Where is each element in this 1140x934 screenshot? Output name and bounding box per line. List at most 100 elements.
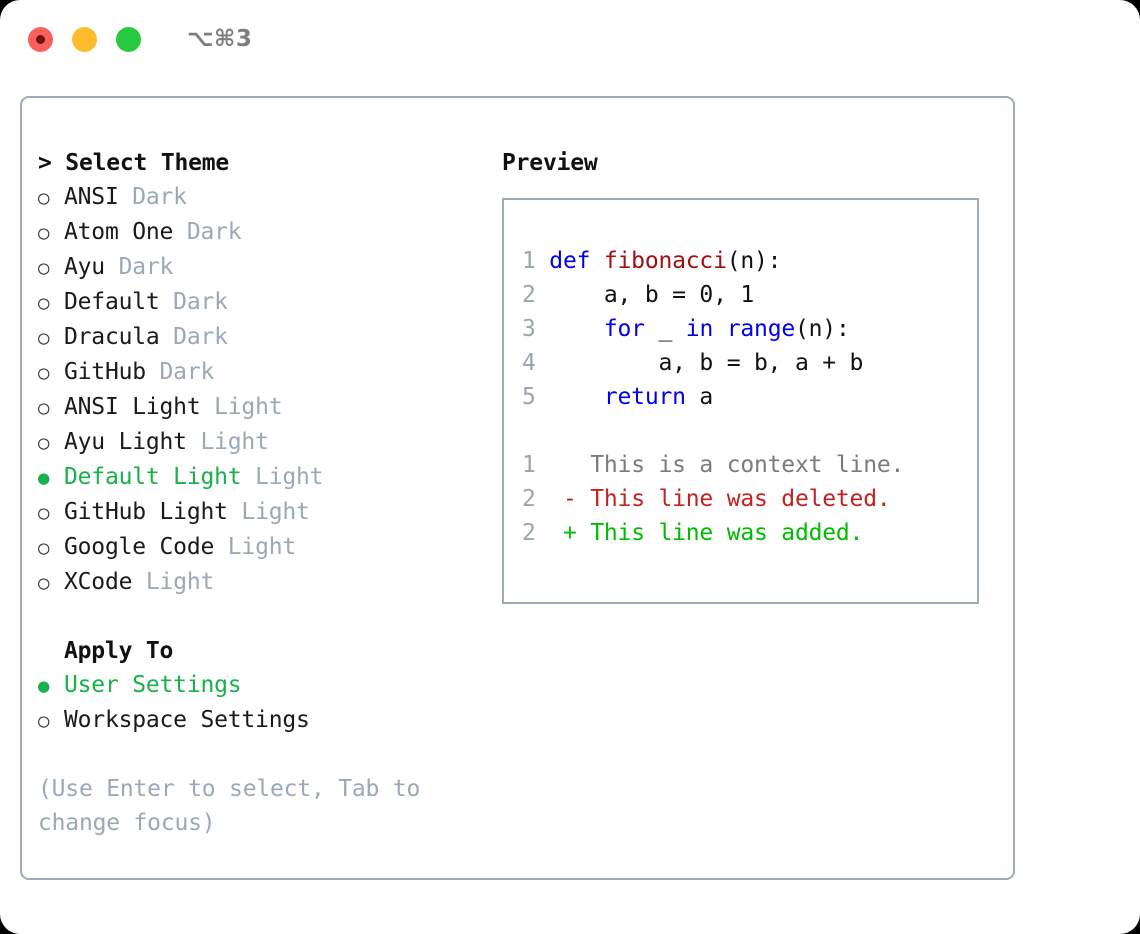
diff-spacer <box>522 414 977 448</box>
theme-option-default[interactable]: ○ Default Dark <box>38 285 488 320</box>
theme-option-label: GitHub Light <box>64 499 228 525</box>
diff-sample: 1 This is a context line. 2 - This line w… <box>522 448 977 550</box>
code-token <box>549 384 604 410</box>
apply-to-option-label: User Settings <box>64 672 242 698</box>
theme-option-tag: Dark <box>145 359 215 385</box>
minimize-button-icon[interactable] <box>72 26 97 52</box>
radio-unselected-icon: ○ <box>38 362 50 384</box>
keyboard-shortcut-label: ⌥⌘3 <box>187 26 253 52</box>
radio-unselected-icon: ○ <box>38 187 50 209</box>
theme-option-label: Default <box>64 289 160 315</box>
preview-header: Preview <box>502 150 598 176</box>
line-number: 1 <box>522 452 563 478</box>
code-token: return <box>603 384 686 410</box>
apply-to-option-user-settings[interactable]: ● User Settings <box>38 668 488 703</box>
code-line: 4 a, b = b, a + b <box>522 346 977 380</box>
theme-option-ansi[interactable]: ○ ANSI Dark <box>38 180 488 215</box>
code-token: a <box>685 384 714 410</box>
theme-option-label: Atom One <box>64 219 174 245</box>
select-theme-header: > Select Theme <box>38 150 230 176</box>
radio-unselected-icon: ○ <box>38 292 50 314</box>
radio-unselected-icon: ○ <box>38 572 50 594</box>
code-line: 3 for _ in range(n): <box>522 312 977 346</box>
theme-option-ayu[interactable]: ○ Ayu Dark <box>38 250 488 285</box>
radio-unselected-icon: ○ <box>38 327 50 349</box>
theme-option-tag: Dark <box>104 254 174 280</box>
keyboard-hint-text: (Use Enter to select, Tab to change focu… <box>38 776 421 836</box>
apply-to-header: Apply To <box>64 638 174 664</box>
theme-option-google-code[interactable]: ○ Google Code Light <box>38 530 488 565</box>
list-spacer <box>38 600 488 634</box>
theme-option-label: XCode <box>64 569 133 595</box>
radio-unselected-icon: ○ <box>38 397 50 419</box>
diff-line: 2 + This line was added. <box>522 516 977 550</box>
theme-option-tag: Light <box>200 394 283 420</box>
code-token: def <box>549 248 604 274</box>
code-token <box>713 316 727 342</box>
theme-selector-panel: > Select Theme ○ANSI Dark○Atom One Dark○… <box>20 96 1015 880</box>
theme-option-tag: Light <box>227 499 310 525</box>
line-number: 2 <box>522 282 550 308</box>
theme-option-tag: Light <box>241 464 324 490</box>
radio-selected-icon: ● <box>38 675 50 697</box>
code-token: range <box>726 316 795 342</box>
theme-option-dracula[interactable]: ○Dracula Dark <box>38 320 488 355</box>
apply-to-option-workspace-settings[interactable]: ○ Workspace Settings <box>38 703 488 738</box>
theme-option-ansi-light[interactable]: ○ ANSI Light Light <box>38 390 488 425</box>
code-line: 5 return a <box>522 380 977 414</box>
code-token: for <box>603 316 645 342</box>
theme-option-ayu-light[interactable]: ○ Ayu Light Light <box>38 425 488 460</box>
line-number: 4 <box>522 350 550 376</box>
code-token <box>549 316 604 342</box>
theme-option-tag: Light <box>186 429 269 455</box>
apply-to-option-label: Workspace Settings <box>64 707 310 733</box>
code-token: a, b = b, a + b <box>549 350 864 376</box>
theme-option-xcode[interactable]: ○ XCode Light <box>38 565 488 600</box>
theme-option-github[interactable]: ○ GitHub Dark <box>38 355 488 390</box>
line-number: 2 <box>522 520 563 546</box>
diff-line-text: + This line was added. <box>562 520 864 546</box>
theme-list-column: > Select Theme ○ANSI Dark○Atom One Dark○… <box>38 146 488 840</box>
code-token: _ <box>644 316 686 342</box>
theme-option-default-light[interactable]: ● Default Light Light <box>38 460 488 495</box>
theme-option-label: Ayu <box>64 254 105 280</box>
theme-option-label: Ayu Light <box>64 429 187 455</box>
theme-option-tag: Dark <box>173 219 242 245</box>
theme-option-label: Default Light <box>64 464 242 490</box>
code-token: in <box>685 316 714 342</box>
theme-option-label: ANSI <box>64 184 119 210</box>
theme-option-label: Google Code <box>64 534 215 560</box>
radio-unselected-icon: ○ <box>38 257 50 279</box>
theme-option-tag: Dark <box>159 289 228 315</box>
theme-option-atom-one[interactable]: ○ Atom One Dark <box>38 215 488 250</box>
theme-option-label: ANSI Light <box>64 394 201 420</box>
line-number: 1 <box>522 248 550 274</box>
theme-option-tag: Light <box>132 569 215 595</box>
radio-unselected-icon: ○ <box>38 537 50 559</box>
theme-option-list: ○ ANSI Dark ○ Atom One Dark ○ Ayu Dark ○ Defaul… <box>38 180 488 600</box>
radio-unselected-icon: ○ <box>38 432 50 454</box>
theme-option-label: GitHub <box>64 359 146 385</box>
code-token: (n): <box>795 316 850 342</box>
window-controls <box>28 26 141 52</box>
radio-unselected-icon: ○ <box>38 710 50 732</box>
theme-option-github-light[interactable]: ○GitHub Light Light <box>38 495 488 530</box>
code-token: fibonacci <box>603 248 727 274</box>
code-line: 2 a, b = 0, 1 <box>522 278 977 312</box>
theme-option-tag: Dark <box>118 184 187 210</box>
close-button-icon[interactable] <box>28 26 53 52</box>
code-token: a, b = 0, 1 <box>549 282 755 308</box>
radio-unselected-icon: ○ <box>38 222 50 244</box>
diff-line: 2 - This line was deleted. <box>522 482 977 516</box>
apply-to-option-list: ● User Settings ○ Workspace Settings <box>38 668 488 738</box>
maximize-button-icon[interactable] <box>116 26 141 52</box>
theme-option-tag: Light <box>214 534 297 560</box>
diff-line-text: This is a context line. <box>562 452 905 478</box>
title-bar: ⌥⌘3 <box>0 0 1140 78</box>
code-line: 1 def fibonacci(n): <box>522 244 977 278</box>
diff-line-text: - This line was deleted. <box>562 486 891 512</box>
radio-selected-icon: ● <box>38 467 50 489</box>
